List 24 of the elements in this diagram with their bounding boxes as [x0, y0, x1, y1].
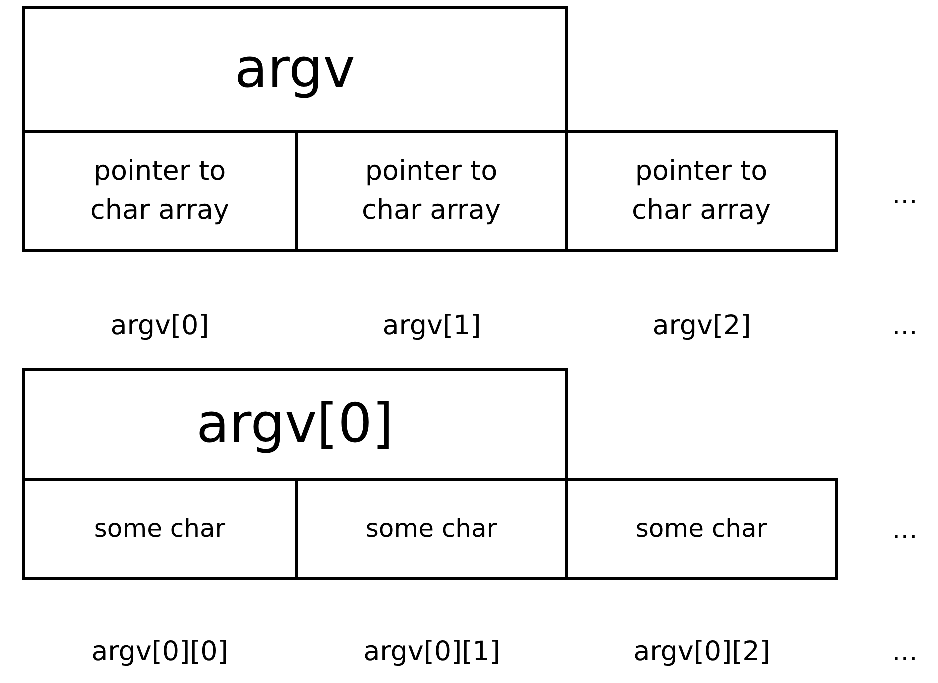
- index-label: argv[0]: [110, 310, 210, 342]
- array-cell: [565, 478, 838, 580]
- index-label: argv[0][1]: [364, 636, 500, 668]
- array-cell: [565, 130, 838, 252]
- index-label: argv[0][2]: [634, 636, 770, 668]
- index-label: argv[0][0]: [92, 636, 228, 668]
- header-box: [22, 368, 568, 481]
- ellipsis: ...: [892, 636, 918, 668]
- array-name: argv: [234, 36, 356, 102]
- cell-text: some char: [366, 512, 498, 545]
- header-box: [22, 6, 568, 133]
- array-cell: [22, 130, 298, 252]
- ellipsis: ...: [892, 180, 918, 210]
- array-cell: [22, 478, 298, 580]
- index-label: argv[1]: [382, 310, 482, 342]
- ellipsis: ...: [892, 514, 918, 546]
- cell-text: some char: [636, 512, 768, 545]
- array-name: argv[0]: [196, 391, 394, 458]
- cell-text: pointer to char array: [90, 154, 230, 228]
- cell-text: pointer to char array: [361, 154, 502, 228]
- cell-text: pointer to char array: [631, 154, 772, 228]
- ellipsis: ...: [892, 310, 918, 342]
- cell-text: some char: [94, 512, 226, 545]
- index-label: argv[2]: [652, 310, 752, 342]
